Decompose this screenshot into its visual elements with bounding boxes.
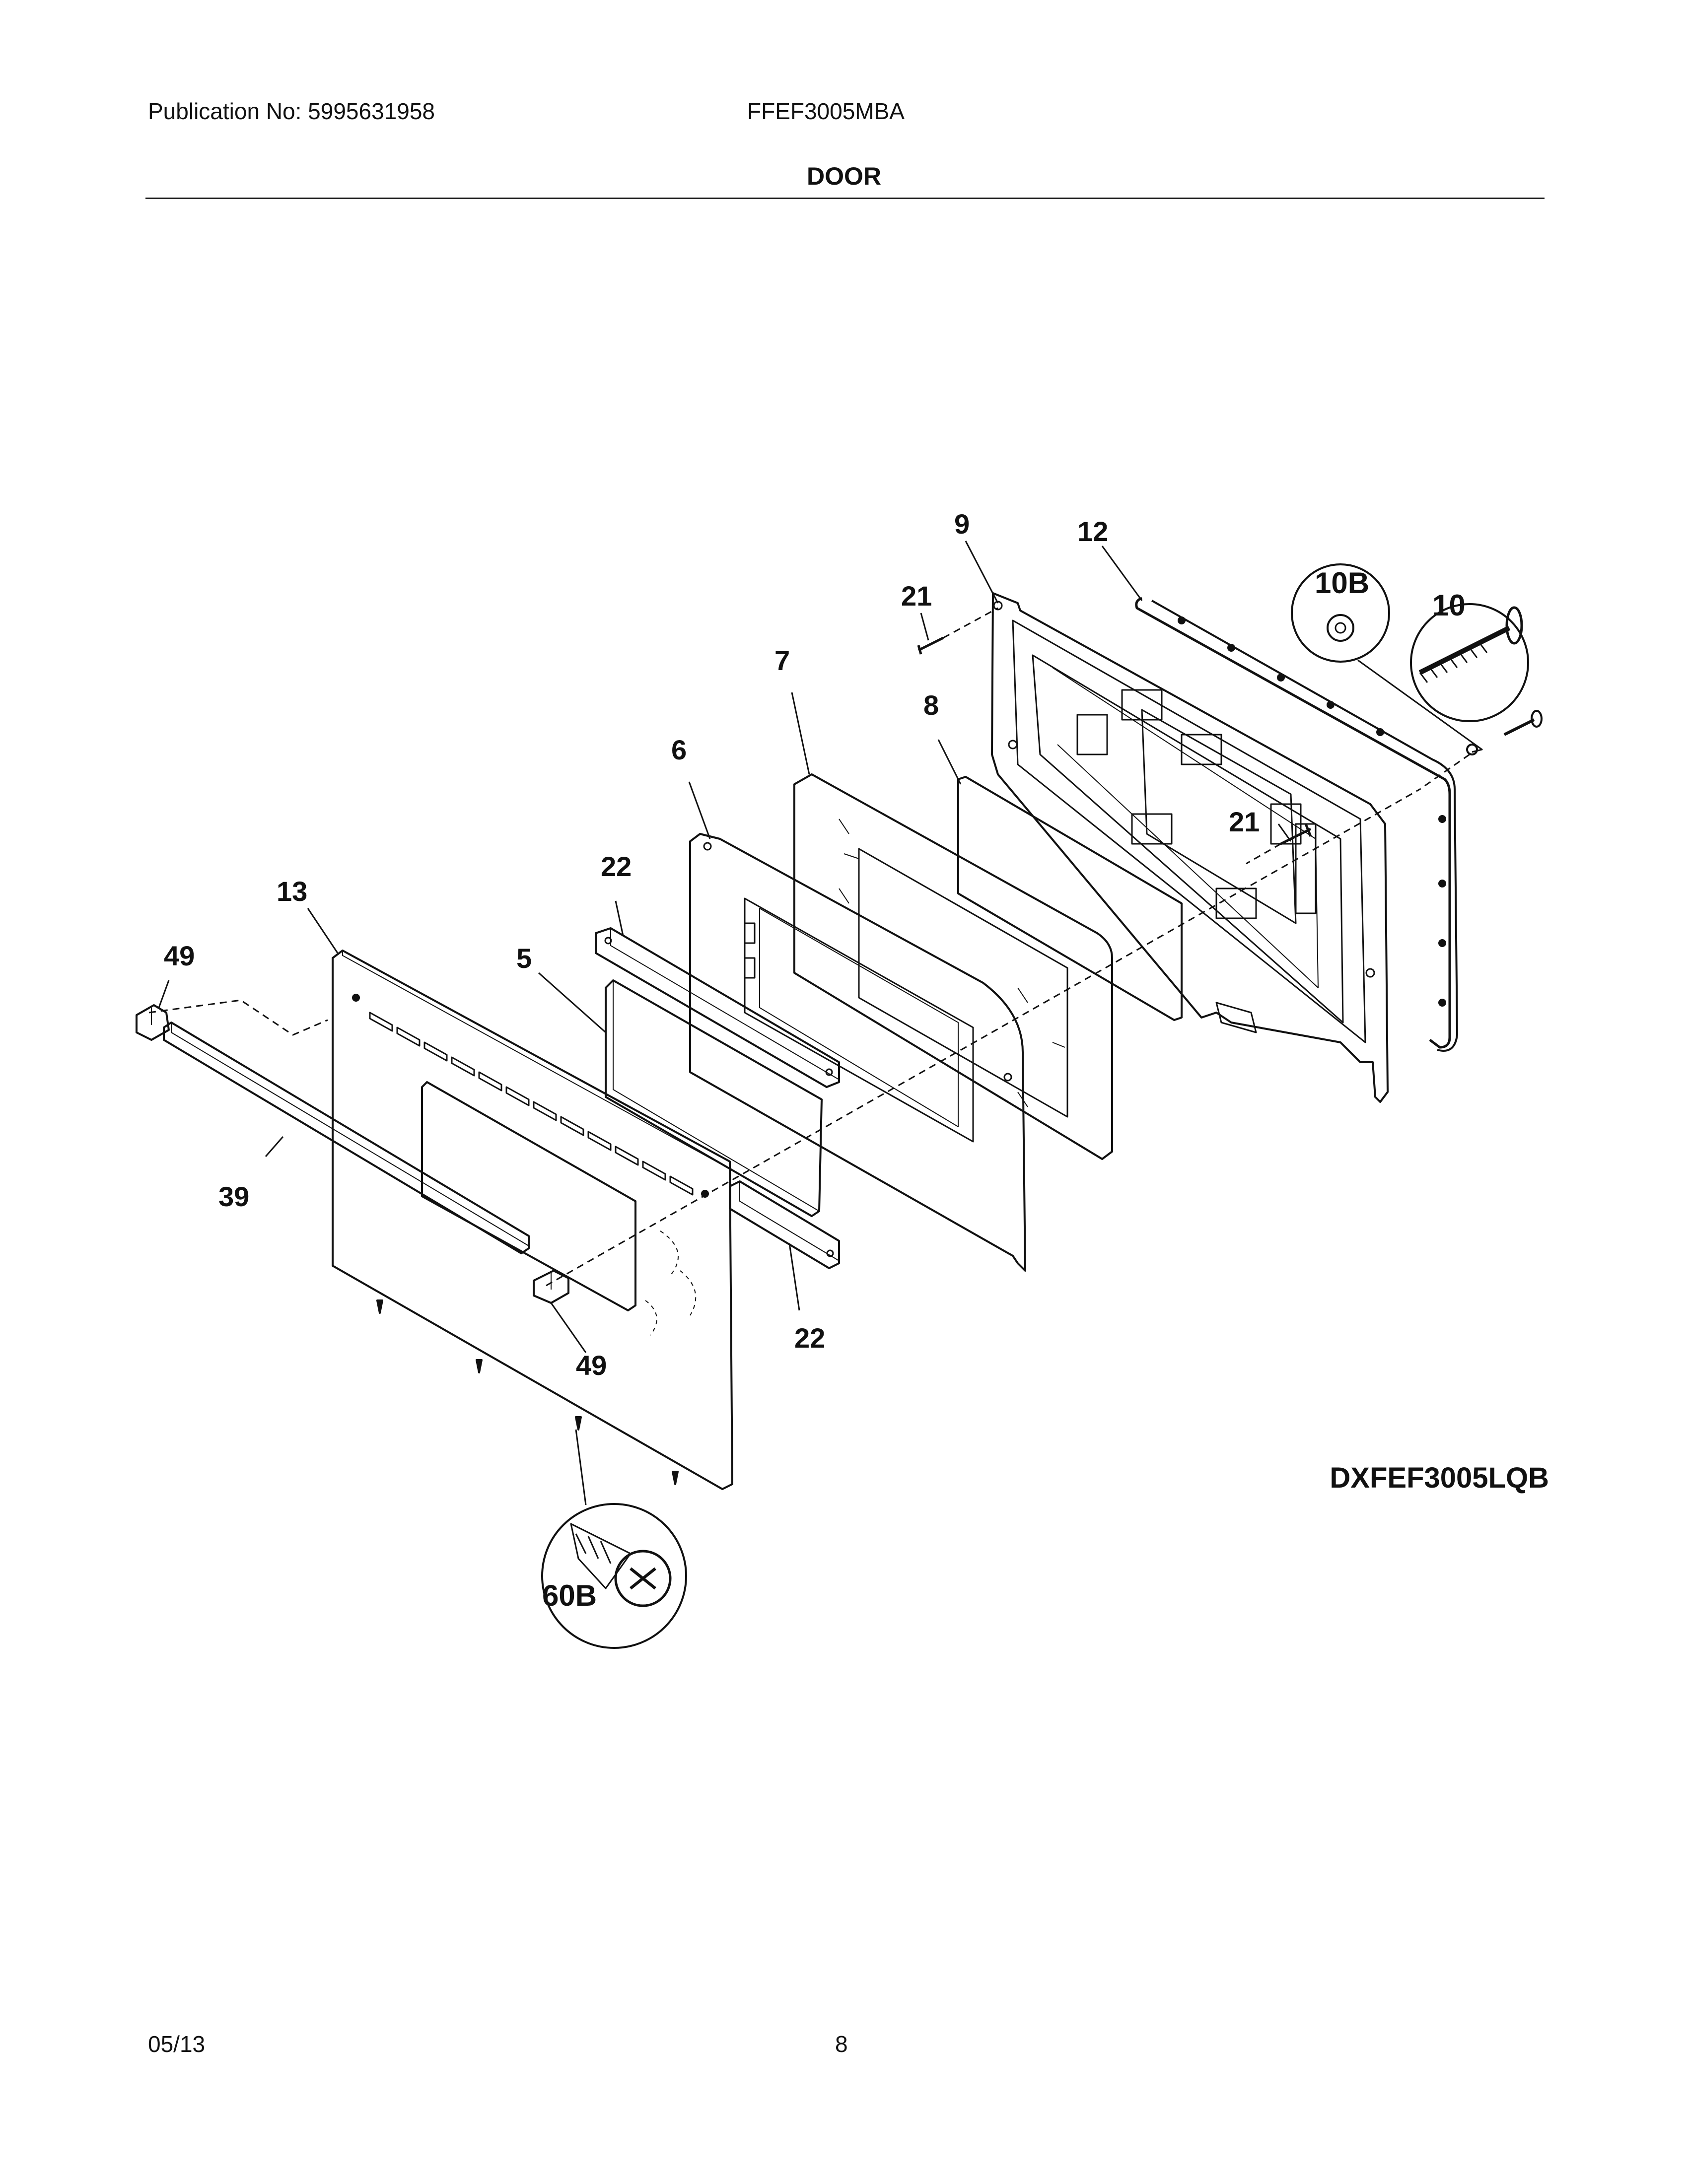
callout-10: 10: [1432, 589, 1466, 622]
callouts: 9 12 10B 10 21 7 8 6 21 22 13 49 5 39 22…: [164, 508, 1466, 1612]
callout-22-bottom: 22: [794, 1322, 825, 1354]
callout-60b: 60B: [542, 1579, 597, 1612]
part-9-door-liner: [991, 592, 1389, 1103]
section-title: DOOR: [807, 162, 881, 190]
callout-10b: 10B: [1315, 566, 1369, 600]
callout-49-left: 49: [164, 940, 195, 971]
part-39-handle-bar: [163, 1022, 530, 1254]
callout-22-top: 22: [601, 851, 632, 882]
part-7-door-frame: [793, 773, 1113, 1160]
callout-13: 13: [277, 876, 307, 907]
part-49-end-caps: [136, 1004, 569, 1304]
part-21-screws: [917, 636, 1312, 845]
callout-6: 6: [671, 734, 687, 765]
model-number: FFEF3005MBA: [747, 98, 905, 124]
part-5-glass: [605, 979, 823, 1217]
callout-7: 7: [774, 645, 790, 676]
callout-12: 12: [1077, 516, 1108, 547]
assembly-lines: [148, 607, 1470, 1287]
callout-49-bottom: 49: [576, 1350, 607, 1381]
part-8-insulation: [957, 776, 1183, 1021]
part-6-inner-panel: [689, 833, 1026, 1272]
footer-page-number: 8: [835, 2031, 848, 2057]
publication-number: Publication No: 5995631958: [148, 98, 435, 124]
part-22-bottom-channel: [729, 1180, 840, 1269]
callout-8: 8: [923, 689, 939, 721]
part-22-top-channel: [595, 927, 840, 1088]
footer-date: 05/13: [148, 2031, 206, 2057]
part-60b-detail: [541, 1503, 687, 1649]
diagram-code: DXFEF3005LQB: [1330, 1462, 1549, 1494]
bottom-screws: [376, 1299, 679, 1485]
callout-5: 5: [516, 943, 532, 974]
part-10-screw: [1466, 710, 1543, 755]
part-10b-detail: [1291, 563, 1390, 663]
part-13-outer-door: [332, 950, 733, 1490]
callout-9: 9: [954, 508, 970, 540]
callout-39: 39: [218, 1181, 249, 1212]
part-10-detail: [1410, 603, 1529, 722]
leader-lines: [158, 541, 1483, 1505]
callout-21-right: 21: [1229, 806, 1260, 837]
header-rule: [145, 198, 1545, 199]
callout-21-top: 21: [901, 580, 932, 612]
part-12-gasket: [1135, 597, 1458, 1052]
